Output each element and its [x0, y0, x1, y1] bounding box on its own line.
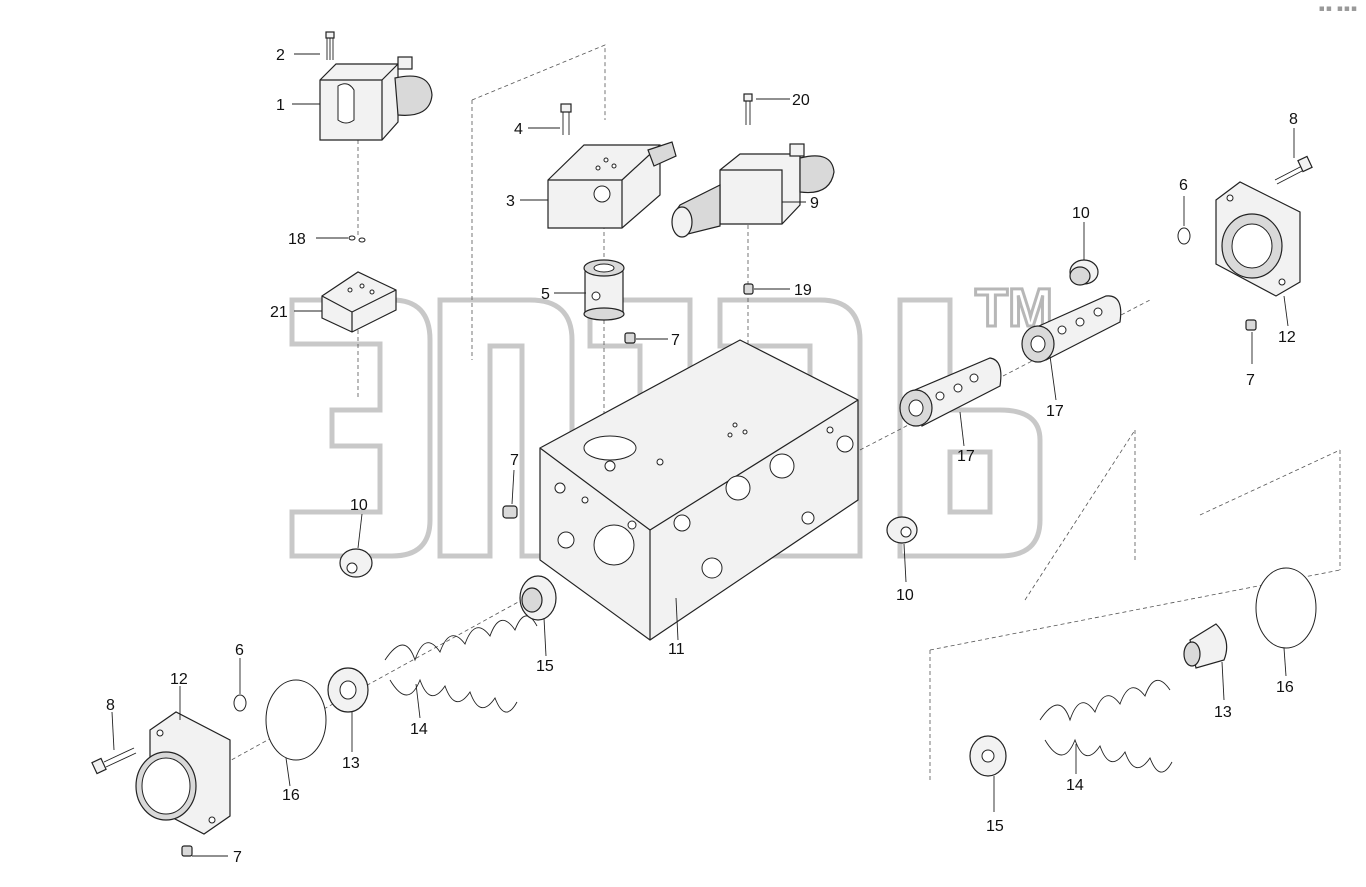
callout-labels: 2 1 4 3 18 21 5 7 20 9 19 10 6 8 12 7 17…: [106, 47, 1298, 866]
part-washer-15-lower: [969, 735, 1007, 777]
part-block-21: [321, 271, 397, 333]
callout-18: 18: [288, 231, 306, 248]
callout-8-right: 8: [1289, 111, 1298, 128]
callout-11: 11: [668, 641, 685, 658]
part-plug-7-bottom: [181, 845, 193, 857]
callout-17-upper: 17: [1046, 403, 1064, 420]
callout-19: 19: [794, 282, 812, 299]
callout-9: 9: [810, 195, 819, 212]
leader-lines: [111, 53, 1295, 857]
part-spring-14-right: [1039, 680, 1173, 773]
part-plug-10-right: [886, 516, 918, 544]
part-plug-7-left: [502, 505, 518, 519]
callout-16-right: 16: [1276, 679, 1294, 696]
callout-13-right: 13: [1214, 704, 1232, 721]
part-plate-3: [547, 141, 677, 229]
part-plug-10-top: [1069, 259, 1099, 286]
callout-10-top: 10: [1072, 205, 1090, 222]
callout-20: 20: [792, 92, 810, 109]
callout-7-bottom: 7: [233, 849, 242, 866]
part-oring-6-left: [233, 694, 247, 712]
part-spool-17-lower: [899, 357, 1002, 427]
corner-mark: ▪▪ ▪▪▪: [1318, 4, 1358, 14]
part-spool-17-upper: [1021, 295, 1122, 363]
callout-2: 2: [276, 47, 285, 64]
part-plug-10-left: [339, 548, 373, 578]
callout-17-lower: 17: [957, 448, 975, 465]
callout-1: 1: [276, 97, 285, 114]
part-bolt-2: [325, 31, 335, 60]
part-plug-7-right: [1245, 319, 1257, 331]
callout-14-right: 14: [1066, 777, 1084, 794]
part-seal-16-left: [265, 679, 327, 761]
callout-7-top: 7: [671, 332, 680, 349]
callout-12-left: 12: [170, 671, 188, 688]
part-plug-7-top: [624, 332, 636, 344]
part-plug-19: [743, 283, 754, 295]
callout-14-left: 14: [410, 721, 428, 738]
callout-7-left: 7: [510, 452, 519, 469]
callout-5: 5: [541, 286, 550, 303]
part-washer-15-upper: [519, 575, 557, 621]
part-bolt-8-right: [1274, 155, 1313, 185]
callout-12-right: 12: [1278, 329, 1296, 346]
part-seal-16-right: [1255, 567, 1317, 649]
part-oring-6-right: [1177, 227, 1191, 245]
part-endcap-12-right: [1215, 181, 1301, 297]
part-solenoid-1: [319, 56, 433, 141]
part-valve-9: [671, 143, 835, 238]
part-seat-13-left: [327, 667, 369, 713]
part-endcap-12-left: [135, 711, 231, 835]
part-spring-14-left: [384, 615, 538, 713]
callout-10-right: 10: [896, 587, 914, 604]
callout-10-left: 10: [350, 497, 368, 514]
callout-16-left: 16: [282, 787, 300, 804]
callout-8-left: 8: [106, 697, 115, 714]
part-seat-13-right: [1183, 623, 1228, 669]
callout-6-left: 6: [235, 642, 244, 659]
callout-6-right: 6: [1179, 177, 1188, 194]
callout-13-left: 13: [342, 755, 360, 772]
callout-15-lower: 15: [986, 818, 1004, 835]
callout-4: 4: [514, 121, 523, 138]
callout-15-upper: 15: [536, 658, 554, 675]
part-cartridge-5: [583, 259, 625, 321]
part-bolt-8-left: [91, 747, 137, 775]
callout-3: 3: [506, 193, 515, 210]
callout-21: 21: [270, 304, 288, 321]
callout-7-right: 7: [1246, 372, 1255, 389]
part-bolt-20: [743, 93, 753, 125]
part-bolt-4: [560, 103, 572, 135]
part-valve-body-11: [539, 339, 859, 641]
part-orings-18: [348, 235, 366, 243]
